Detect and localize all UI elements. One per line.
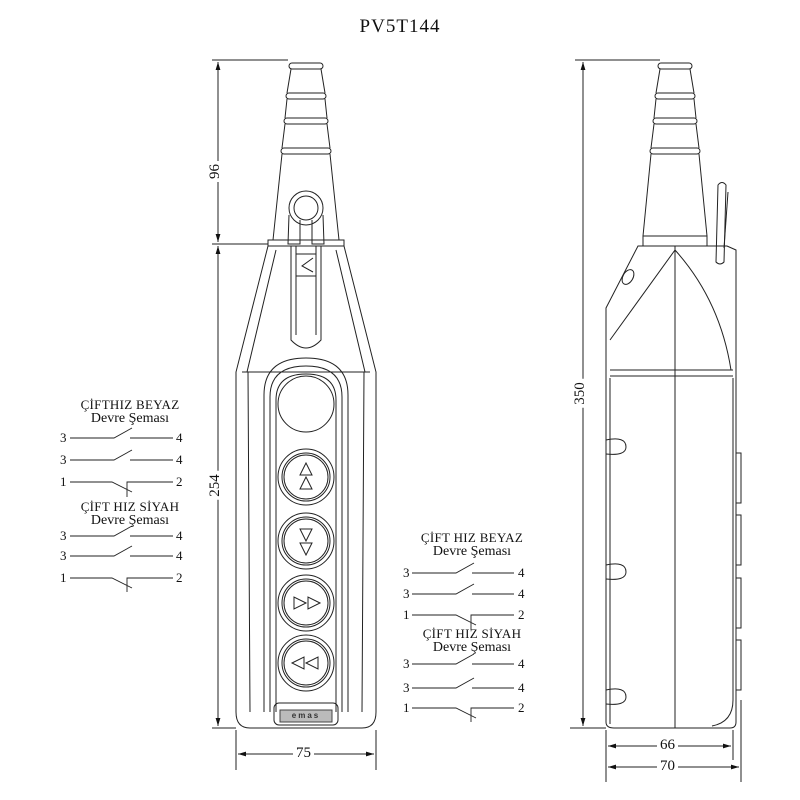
terminal-label: 1 (403, 700, 410, 715)
dim-side-inner-width: 66 (657, 737, 678, 754)
legend-cift-hiz-siyah-center: ÇİFT HIZ SİYAH Devre Şeması (422, 626, 522, 655)
dim-total-height: 350 (571, 379, 589, 408)
terminal-label: 1 (403, 607, 410, 622)
terminal-label: 4 (518, 680, 525, 695)
logo-mark (295, 253, 317, 277)
terminal-label: 4 (518, 565, 525, 580)
terminal-label: 3 (403, 586, 410, 601)
terminal-label: 3 (403, 680, 410, 695)
terminal-label: 2 (518, 607, 525, 622)
terminal-label: 4 (176, 430, 183, 445)
brand-label: emas (291, 711, 321, 720)
terminal-label: 4 (518, 656, 525, 671)
terminal-label: 1 (60, 570, 67, 585)
terminal-label: 4 (176, 452, 183, 467)
button-left[interactable] (277, 634, 335, 692)
circuit-diagrams (70, 427, 514, 722)
dim-front-width: 75 (293, 745, 314, 762)
side-view (605, 62, 742, 729)
brand-plate (273, 702, 339, 726)
front-view (235, 62, 377, 729)
terminal-label: 1 (60, 474, 67, 489)
terminal-label: 3 (60, 452, 67, 467)
terminal-label: 2 (518, 700, 525, 715)
double-left-arrow-icon (290, 656, 319, 670)
dim-body-height: 254 (206, 471, 224, 500)
emergency-stop-button (277, 375, 335, 433)
terminal-label: 3 (60, 430, 67, 445)
button-down[interactable] (277, 512, 335, 570)
double-up-arrow-icon (299, 461, 313, 490)
legend-ciftihiz-beyaz-left: ÇİFTHIZ BEYAZ Devre Şeması (80, 397, 180, 426)
terminal-label: 2 (176, 570, 183, 585)
terminal-label: 2 (176, 474, 183, 489)
terminal-label: 3 (403, 565, 410, 580)
legend-cift-hiz-beyaz-center: ÇİFT HIZ BEYAZ Devre Şeması (420, 530, 524, 559)
terminal-label: 3 (60, 548, 67, 563)
legend-cift-hiz-siyah-left: ÇİFT HIZ SİYAH Devre Şeması (80, 499, 180, 528)
side-dimensions (570, 59, 742, 782)
terminal-label: 4 (176, 528, 183, 543)
button-right[interactable] (277, 574, 335, 632)
double-right-arrow-icon (293, 596, 322, 610)
button-up[interactable] (277, 448, 335, 506)
terminal-label: 3 (60, 528, 67, 543)
dim-top-height: 96 (207, 161, 224, 182)
terminal-label: 3 (403, 656, 410, 671)
cable-gland (267, 62, 345, 247)
drawing-title: PV5T144 (359, 16, 441, 37)
terminal-label: 4 (176, 548, 183, 563)
double-down-arrow-icon (299, 528, 313, 557)
terminal-label: 4 (518, 586, 525, 601)
dim-side-outer-width: 70 (657, 758, 678, 775)
